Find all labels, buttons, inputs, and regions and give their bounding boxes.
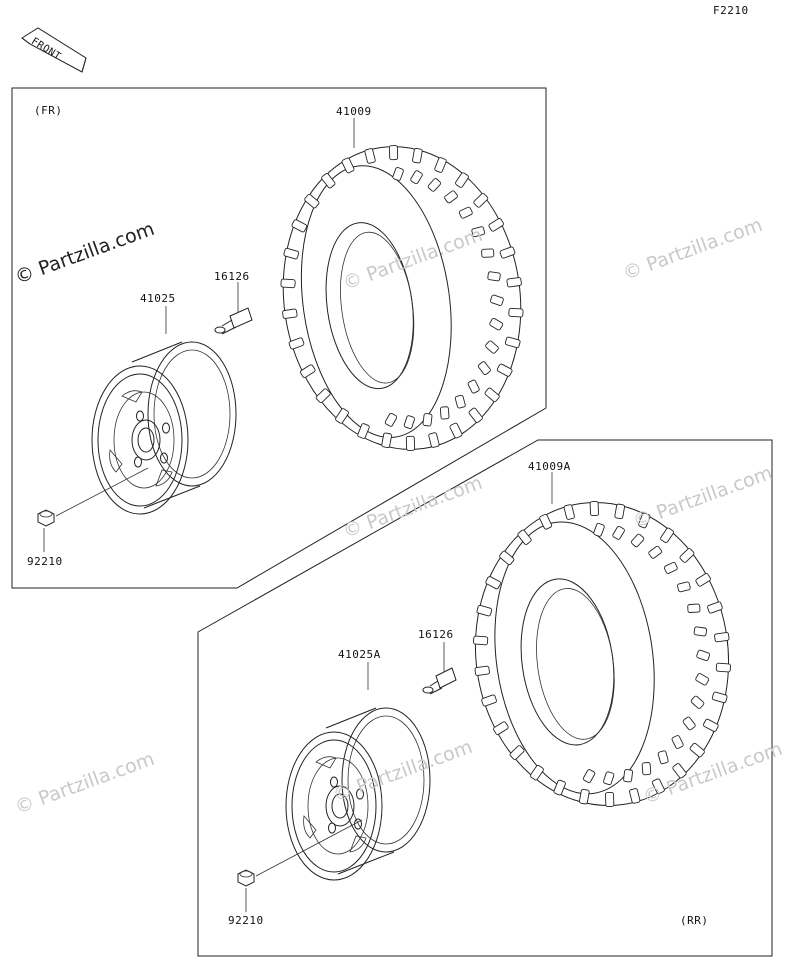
rear-nut-part-number: 92210 (228, 914, 264, 927)
front-wheel-part-number: 41025 (140, 292, 176, 305)
front-tire-part-number: 41009 (336, 105, 372, 118)
rear-wheel-nut (237, 819, 363, 912)
rear-tire-part-number: 41009A (528, 460, 571, 473)
rear-wheel-part-number: 41025A (338, 648, 381, 661)
front-valve-stem (214, 282, 253, 335)
rear-tire (473, 501, 731, 807)
front-group-frame (11, 87, 547, 589)
front-nut-part-number: 92210 (27, 555, 63, 568)
front-tire (280, 145, 524, 451)
front-arrow-icon (21, 27, 87, 73)
rear-valve-stem (422, 642, 457, 695)
front-wheel-nut (37, 467, 149, 552)
rear-group-frame (197, 439, 773, 957)
rear-wheel (285, 707, 431, 881)
front-position-label: (FR) (34, 104, 63, 117)
front-wheel (91, 341, 237, 515)
rear-valve-part-number: 16126 (418, 628, 454, 641)
figure-code: F2210 (713, 4, 749, 17)
front-valve-part-number: 16126 (214, 270, 250, 283)
rear-position-label: (RR) (680, 914, 709, 927)
